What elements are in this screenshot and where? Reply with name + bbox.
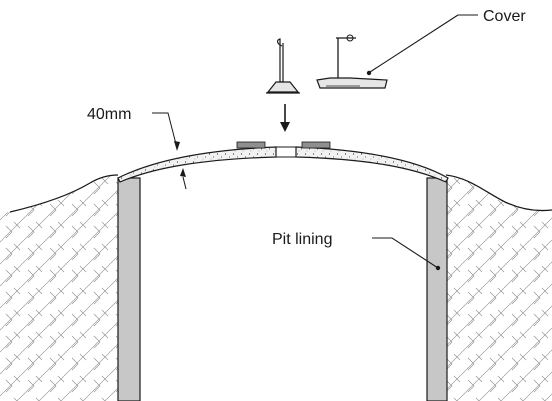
pit-lining-label: Pit lining [272, 231, 332, 248]
left-ground [0, 174, 119, 401]
right-cover-plate [301, 141, 331, 149]
cover-side-view-icon [266, 38, 300, 94]
thickness-dimension [152, 112, 187, 190]
left-pit-lining-wall [117, 177, 141, 401]
cover-with-handle-icon [316, 34, 388, 89]
right-pit-lining-wall [426, 177, 448, 401]
cover-label: Cover [483, 8, 526, 25]
down-arrow-icon [280, 104, 290, 132]
thickness-label: 40mm [87, 106, 131, 123]
right-ground [445, 174, 552, 401]
cover-leader-line [366, 14, 478, 76]
pit-lining-leader-line [372, 237, 441, 271]
concrete-cover-slab [117, 146, 449, 183]
left-cover-plate [236, 141, 266, 149]
